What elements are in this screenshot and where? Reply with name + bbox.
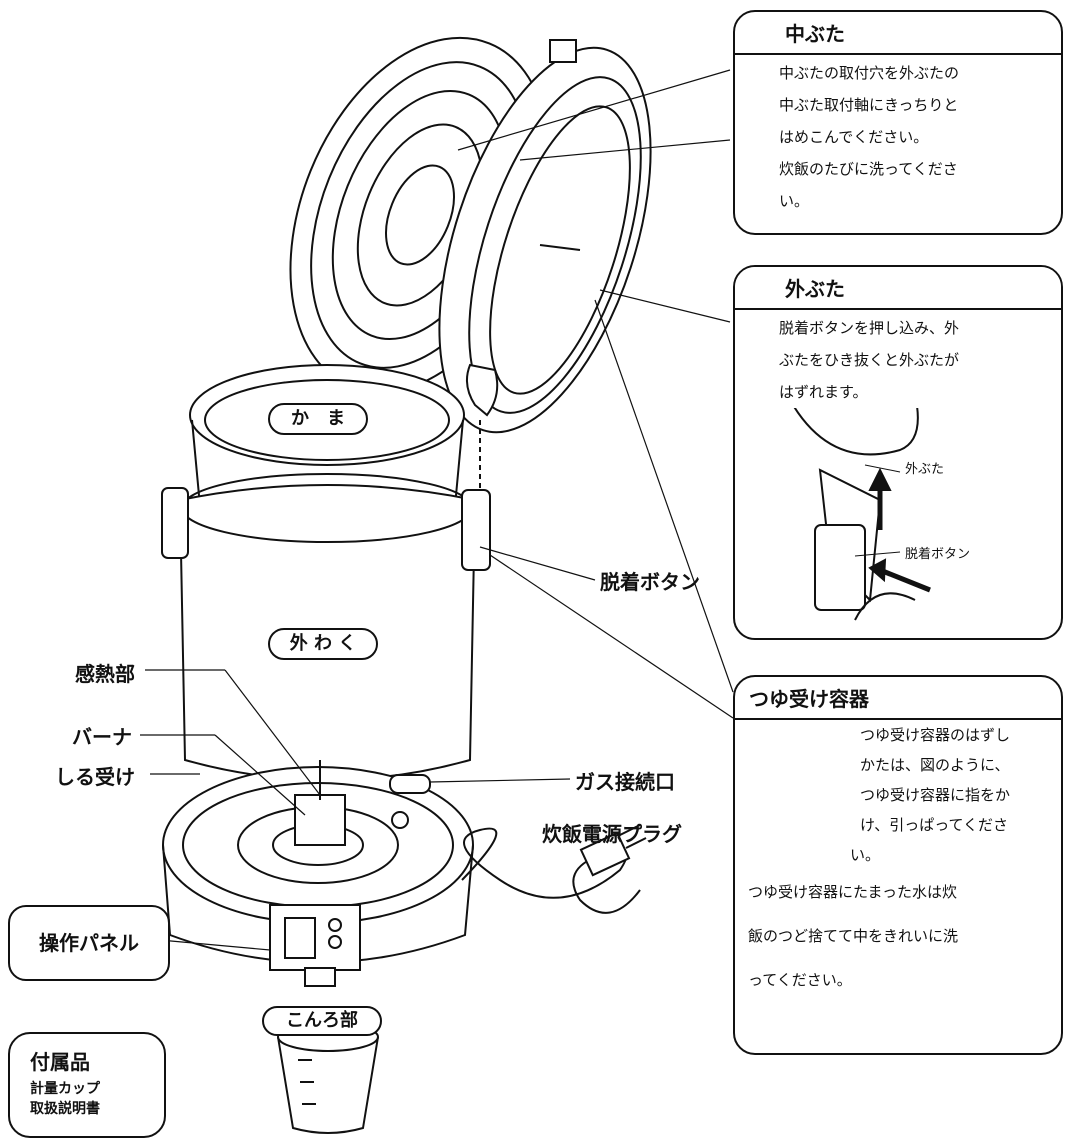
callout-inner-lid-title: 中ぶた — [735, 12, 1061, 55]
measuring-cup-drawing — [277, 1022, 379, 1134]
accessories-box: 付属品 計量カップ 取扱説明書 — [8, 1032, 166, 1138]
callout-inner-lid: 中ぶた 中ぶたの取付穴を外ぶたの 中ぶた取付軸にきっちりと はめこんでください。… — [733, 10, 1063, 235]
callout-outer-lid-title: 外ぶた — [735, 267, 1061, 310]
callout-outer-lid-text: 脱着ボタンを押し込み、外 ぶたをひき抜くと外ぶたが はずれます。 — [735, 310, 1061, 408]
accessory-item: 計量カップ — [30, 1081, 100, 1097]
label-power-plug: 炊飯電源プラグ — [542, 822, 682, 846]
callout-drip-tray-line: つゆ受け容器に指をか — [860, 786, 1011, 804]
callout-inner-lid-line: 炊飯のたびに洗ってくださ — [779, 160, 958, 178]
inset-label-release-button: 脱着ボタン — [905, 547, 971, 562]
lid-release-inset-drawing — [789, 394, 931, 621]
casing-drawing — [161, 473, 491, 781]
power-cord-drawing — [461, 824, 647, 914]
callout-drip-tray: つゆ受け容器 — [733, 675, 1063, 1055]
callout-drip-tray-line: かたは、図のように、 — [860, 756, 1010, 774]
callout-drip-tray-line: い。 — [850, 846, 881, 864]
label-drip-pan: しる受け — [55, 765, 135, 789]
label-release-button: 脱着ボタン — [600, 570, 700, 594]
label-heat-sensor: 感熱部 — [75, 662, 135, 686]
label-gas-port: ガス接続口 — [575, 770, 675, 794]
inset-label-outer-lid: 外ぶた — [905, 462, 945, 477]
callout-drip-tray-right-text: つゆ受け容器のはずし かたは、図のように、 つゆ受け容器に指をか け、引っぱって… — [850, 720, 1060, 870]
callout-drip-tray-line: つゆ受け容器にたまった水は炊 — [748, 883, 957, 901]
callout-drip-tray-line: ってください。 — [748, 971, 852, 989]
callout-drip-tray-line: つゆ受け容器のはずし — [860, 726, 1011, 744]
callout-outer-lid: 外ぶた 脱着ボタンを押し込み、外 ぶたをひき抜くと外ぶたが はずれます。 — [733, 265, 1063, 640]
callout-inner-lid-text: 中ぶたの取付穴を外ぶたの 中ぶた取付軸にきっちりと はめこんでください。 炊飯の… — [735, 55, 1061, 217]
label-pot: か ま — [268, 403, 368, 435]
callout-inner-lid-line: はめこんでください。 — [779, 128, 929, 146]
stove-drawing — [162, 760, 474, 987]
callout-drip-tray-line: け、引っぱってくださ — [860, 816, 1009, 834]
callout-inner-lid-line: 中ぶた取付軸にきっちりと — [779, 96, 959, 114]
outer-lid-drawing — [438, 39, 652, 434]
label-control-panel: 操作パネル — [8, 905, 170, 981]
callout-drip-tray-title: つゆ受け容器 — [735, 677, 1061, 720]
label-stove: こんろ部 — [262, 1006, 382, 1036]
callout-inner-lid-line: い。 — [779, 192, 810, 210]
accessories-title: 付属品 — [30, 1050, 90, 1074]
label-burner: バーナ — [72, 725, 132, 749]
callout-outer-lid-line: はずれます。 — [779, 383, 868, 401]
callout-outer-lid-line: 脱着ボタンを押し込み、外 — [779, 319, 960, 337]
callout-inner-lid-line: 中ぶたの取付穴を外ぶたの — [779, 64, 960, 82]
label-outer-casing: 外 わ く — [268, 628, 378, 660]
callout-outer-lid-line: ぶたをひき抜くと外ぶたが — [779, 351, 960, 369]
callout-drip-tray-full-text: つゆ受け容器にたまった水は炊 飯のつど捨てて中をきれいに洗 ってください。 — [748, 870, 1058, 1002]
callout-drip-tray-line: 飯のつど捨てて中をきれいに洗 — [748, 927, 959, 945]
accessory-item: 取扱説明書 — [30, 1101, 100, 1117]
